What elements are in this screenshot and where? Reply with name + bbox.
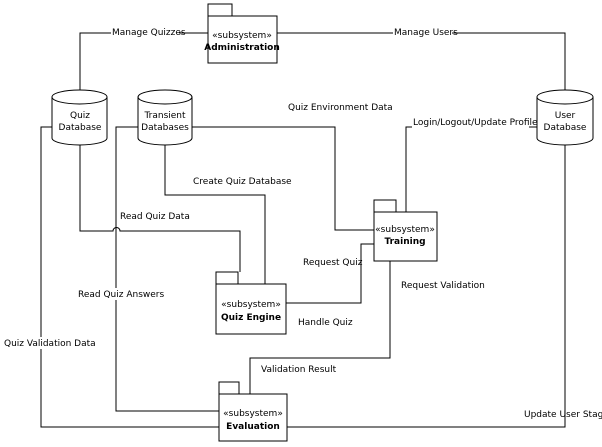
training-label: Training: [384, 237, 425, 247]
administration-subsystem[interactable]: «subsystem» Administration: [204, 3, 280, 64]
database-cylinder-icon: [51, 89, 108, 146]
label-halo: [412, 120, 529, 132]
quiz-database-label-line1: Quiz: [70, 111, 90, 121]
package-body: [218, 393, 288, 442]
label-halo: [111, 26, 179, 38]
update-user-stage-label: Update User Stage: [524, 410, 602, 420]
edge-read-quiz-answers: [115, 126, 219, 412]
edge-create-quiz-database: [164, 145, 266, 284]
package-body: [215, 283, 287, 335]
request-validation-label: Request Validation: [401, 281, 485, 291]
quiz-engine-subsystem[interactable]: «subsystem» Quiz Engine: [215, 271, 287, 335]
database-cylinder-top: [137, 96, 193, 105]
package-tab: [207, 3, 233, 17]
edge-request-quiz: [286, 243, 374, 304]
read-quiz-data-label: Read Quiz Data: [120, 212, 190, 222]
training-subsystem[interactable]: «subsystem» Training: [373, 199, 438, 262]
read-quiz-answers-label: Read Quiz Answers: [78, 290, 164, 300]
user-database-label-line2: Database: [544, 123, 587, 133]
edge-read-quiz-data: [79, 145, 241, 272]
edge-manage-quizzes: [79, 32, 208, 90]
request-quiz-label: Request Quiz: [303, 258, 363, 268]
quiz-engine-stereotype: «subsystem»: [221, 300, 281, 310]
edge-update-user-stage: [287, 145, 566, 428]
quiz-validation-data-label: Quiz Validation Data: [4, 339, 96, 349]
label-halo: [3, 337, 83, 349]
evaluation-stereotype: «subsystem»: [223, 409, 283, 419]
label-halo: [393, 26, 452, 38]
database-cylinder-top: [51, 96, 108, 105]
label-halo: [77, 288, 157, 300]
edge-manage-users: [277, 32, 566, 90]
validation-result-label: Validation Result: [261, 365, 337, 375]
package-body: [207, 15, 278, 64]
package-tab: [373, 199, 397, 213]
administration-label: Administration: [204, 43, 280, 53]
manage-users-label: Manage Users: [394, 28, 458, 38]
administration-stereotype: «subsystem»: [212, 31, 272, 41]
quiz-database[interactable]: Quiz Database: [51, 89, 108, 146]
edge-login-logout: [405, 126, 537, 214]
quiz-database-label-line2: Database: [59, 123, 102, 133]
edge-request-validation: [249, 261, 391, 394]
edge-quiz-environment-data: [192, 126, 374, 231]
handle-quiz-label: Handle Quiz: [298, 318, 353, 328]
transient-databases-label-line2: Databases: [141, 123, 189, 133]
database-cylinder-icon: [536, 89, 594, 146]
user-database[interactable]: User Database: [536, 89, 594, 146]
package-body: [373, 211, 438, 262]
training-stereotype: «subsystem»: [375, 225, 435, 235]
edge-quiz-validation-data: [40, 126, 219, 428]
package-tab: [215, 271, 239, 285]
package-tab: [218, 381, 240, 395]
transient-databases-label-line1: Transient: [143, 111, 186, 121]
quiz-engine-label: Quiz Engine: [221, 313, 281, 323]
evaluation-subsystem[interactable]: «subsystem» Evaluation: [218, 381, 288, 442]
manage-quizzes-label: Manage Quizzes: [112, 28, 186, 38]
quiz-environment-data-label: Quiz Environment Data: [288, 103, 393, 113]
create-quiz-database-label: Create Quiz Database: [193, 177, 292, 187]
transient-databases[interactable]: Transient Databases: [137, 89, 193, 146]
database-cylinder-top: [536, 96, 594, 105]
login-logout-label: Login/Logout/Update Profile: [413, 118, 538, 128]
evaluation-label: Evaluation: [226, 422, 280, 432]
database-cylinder-icon: [137, 89, 193, 146]
user-database-label-line1: User: [555, 111, 576, 121]
